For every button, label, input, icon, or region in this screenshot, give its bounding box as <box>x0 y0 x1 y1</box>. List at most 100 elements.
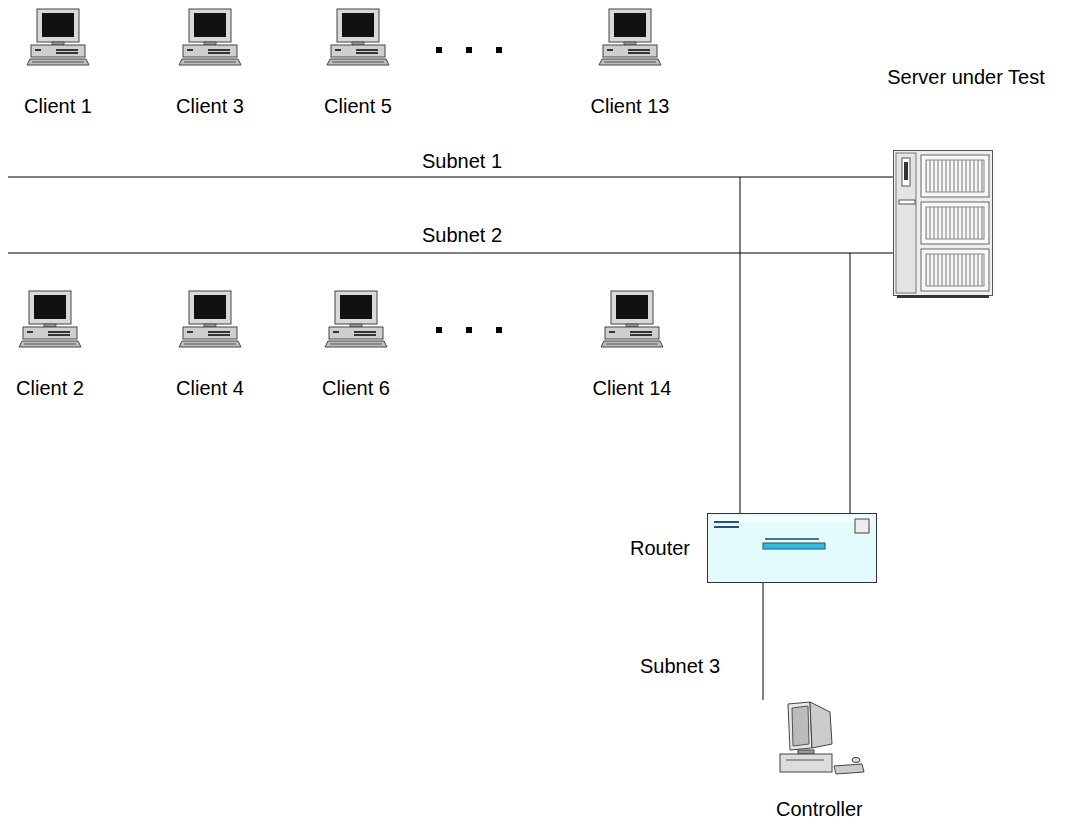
client-computer-icon <box>324 290 388 348</box>
node-label: Client 6 <box>322 377 390 400</box>
client-computer: Client 4 <box>140 290 280 400</box>
drive-slot <box>48 334 70 336</box>
client-computer: Client 5 <box>288 8 428 118</box>
keyboard-keys <box>332 62 384 63</box>
client-computer-icon <box>18 290 82 348</box>
monitor-screen <box>42 13 74 37</box>
drive-panel <box>921 202 989 244</box>
system-unit <box>23 327 77 339</box>
drive-slot <box>628 52 650 54</box>
monitor-screen <box>194 295 226 319</box>
client-computer: Client 14 <box>562 290 702 400</box>
subnet-bus <box>8 177 740 178</box>
drive-slot <box>630 331 652 333</box>
keyboard <box>179 59 241 65</box>
client-computer-icon <box>178 8 242 66</box>
keyboard-keys <box>32 62 84 63</box>
keyboard-keys <box>184 344 236 345</box>
system-unit <box>183 45 237 57</box>
drive-slot <box>609 331 615 333</box>
keyboard-keys <box>330 344 382 345</box>
client-computer-icon <box>600 290 664 348</box>
tower-front <box>896 153 916 293</box>
system-unit <box>329 327 383 339</box>
vent-grille <box>926 254 984 286</box>
mouse <box>852 758 860 763</box>
client-computer: Client 1 <box>0 8 128 118</box>
node-label: Client 1 <box>24 95 92 118</box>
system-unit <box>331 45 385 57</box>
node-label: Client 13 <box>591 95 670 118</box>
monitor-screen <box>616 295 648 319</box>
monitor-frame <box>337 9 379 42</box>
monitor-frame <box>335 291 377 324</box>
drive-slot <box>354 331 376 333</box>
monitor-frame <box>609 9 651 42</box>
drive-slot <box>335 49 341 51</box>
keyboard <box>179 341 241 347</box>
controller-computer: Controller <box>758 700 878 821</box>
system-unit <box>603 45 657 57</box>
subnet-label: Subnet 3 <box>637 655 723 678</box>
router-indicator <box>714 521 739 523</box>
keyboard-keys <box>606 344 658 345</box>
monitor-screen <box>342 13 374 37</box>
drive-slot <box>356 52 378 54</box>
monitor-frame <box>37 9 79 42</box>
client-computer: Client 6 <box>286 290 426 400</box>
subnet-bus <box>8 253 850 254</box>
drive-slot <box>35 49 41 51</box>
power-button <box>899 200 915 204</box>
drive-slot <box>630 334 652 336</box>
drive-slot <box>48 331 70 333</box>
drive-slot <box>607 49 613 51</box>
monitor-side <box>810 702 832 748</box>
keyboard <box>601 341 663 347</box>
tower-foot <box>897 295 989 298</box>
network-link <box>763 583 764 700</box>
system-unit <box>605 327 659 339</box>
keyboard <box>327 59 389 65</box>
drive-slot <box>56 52 78 54</box>
subnet-label: Subnet 2 <box>419 224 505 247</box>
network-link <box>740 177 893 513</box>
drive-slot <box>786 760 824 761</box>
vent-grille <box>926 160 984 192</box>
monitor-frame <box>611 291 653 324</box>
client-computer: Client 2 <box>0 290 120 400</box>
subnet-label: Subnet 1 <box>419 150 505 173</box>
monitor-frame <box>29 291 71 324</box>
drive-slot <box>628 49 650 51</box>
ellipsis-dots <box>436 47 502 333</box>
keyboard-keys <box>184 62 236 63</box>
router: Router <box>600 513 877 583</box>
router-slot <box>765 538 819 540</box>
controller-computer-icon <box>758 700 868 780</box>
keyboard <box>27 59 89 65</box>
system-unit <box>31 45 85 57</box>
drive-slot <box>904 162 908 180</box>
drive-slot <box>208 49 230 51</box>
keyboard <box>325 341 387 347</box>
drive-slot <box>208 331 230 333</box>
client-computer-icon <box>598 8 662 66</box>
monitor-screen <box>614 13 646 37</box>
node-label: Controller <box>776 798 863 821</box>
drive-slot <box>56 49 78 51</box>
system-unit <box>780 754 832 772</box>
monitor-frame <box>189 291 231 324</box>
drive-slot <box>208 52 230 54</box>
router-button <box>855 519 869 533</box>
node-label: Client 2 <box>16 377 84 400</box>
drive-slot <box>27 331 33 333</box>
system-unit <box>183 327 237 339</box>
tower-case <box>894 151 993 296</box>
router-box <box>708 514 877 583</box>
drive-panel <box>921 155 989 197</box>
keyboard-keys <box>24 344 76 345</box>
server-tower: Server under Test <box>876 66 1056 298</box>
monitor-stand <box>798 750 814 754</box>
monitor-screen <box>792 706 809 746</box>
monitor-screen <box>34 295 66 319</box>
router-top <box>710 516 874 522</box>
